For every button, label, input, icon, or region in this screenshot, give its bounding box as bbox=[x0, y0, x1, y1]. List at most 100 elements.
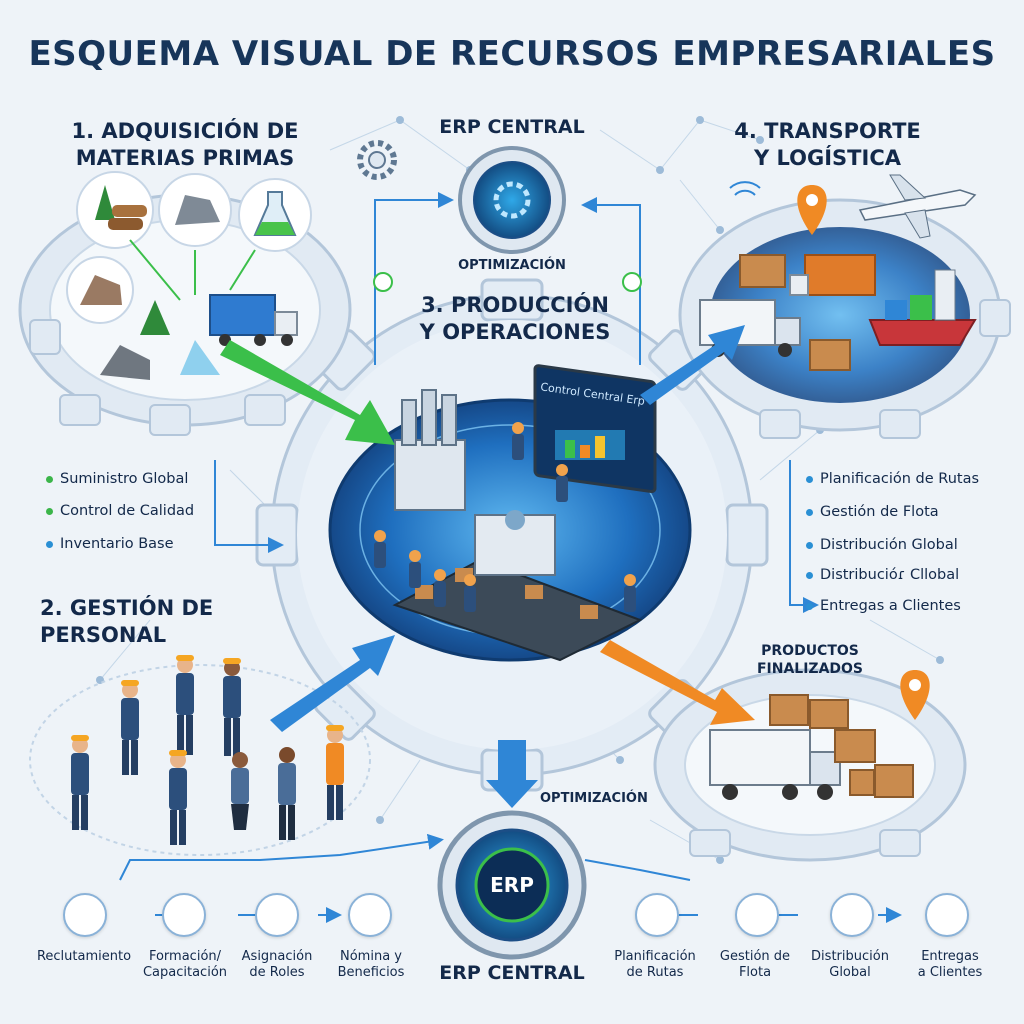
erp-central-bottom-label: ERP CENTRAL bbox=[439, 962, 585, 984]
right-list-item-1: Planificación de Rutas bbox=[806, 471, 979, 487]
transport-line2: Y LOGÍSTICA bbox=[754, 146, 901, 170]
routes-label-line2: de Rutas bbox=[626, 965, 684, 980]
routes-label-line1: Planificación bbox=[614, 949, 696, 964]
arrow-production-to-erp bbox=[486, 740, 538, 808]
payroll-label-line2: Beneficios bbox=[337, 965, 405, 980]
delivery-truck-icon bbox=[709, 729, 841, 800]
arrow-production-to-products bbox=[600, 640, 755, 725]
left-list-label: Control de Calidad bbox=[60, 503, 195, 519]
products-pin-icon bbox=[900, 670, 930, 720]
right-list-label: Distribución Global bbox=[820, 537, 958, 553]
truck-icon bbox=[209, 294, 298, 346]
factory-workers bbox=[374, 422, 636, 612]
small-gear-icon bbox=[357, 140, 397, 180]
erp-bottom-gear bbox=[437, 810, 587, 960]
personal-line2: PERSONAL bbox=[40, 623, 167, 647]
payroll-icon-circle bbox=[348, 893, 392, 937]
training-label: Formación/ Capacitación bbox=[135, 949, 235, 981]
bullet-dot bbox=[806, 508, 813, 516]
roles-label: Asignación de Roles bbox=[232, 949, 322, 981]
tree-icon bbox=[95, 185, 115, 220]
products-line1: PRODUCTOS bbox=[761, 643, 859, 659]
bullet-dot bbox=[806, 541, 813, 549]
wifi-icon bbox=[729, 181, 761, 196]
global-label: Distribución Global bbox=[800, 949, 900, 981]
routes-icon-circle bbox=[635, 893, 679, 937]
factory-icon bbox=[394, 389, 466, 511]
production-line1: 3. PRODUCCIÓN bbox=[421, 293, 609, 317]
bullet-dot bbox=[46, 540, 53, 548]
delivery-label: Entregas a Clientes bbox=[900, 949, 1000, 981]
optimization-top-label: OPTIMIZACIÓN bbox=[458, 258, 566, 273]
recruitment-icon-circle bbox=[63, 893, 107, 937]
machine-unit bbox=[474, 510, 556, 576]
fleet-label-line2: Flota bbox=[738, 965, 772, 980]
roles-label-line1: Asignación bbox=[241, 949, 313, 964]
personal-line1: 2. GESTIÓN DE bbox=[40, 596, 214, 620]
acquisition-line2: MATERIAS PRIMAS bbox=[75, 146, 295, 170]
delivery-icon-circle bbox=[925, 893, 969, 937]
location-pin-icon bbox=[797, 185, 827, 235]
acquisition-line1: 1. ADQUISICIÓN DE bbox=[71, 119, 299, 143]
production-line2: Y OPERACIONES bbox=[419, 320, 611, 344]
connector-left-to-erp bbox=[374, 192, 454, 365]
global-icon-circle bbox=[830, 893, 874, 937]
production-platform bbox=[328, 364, 692, 662]
fleet-label-line1: Gestión de bbox=[719, 949, 791, 964]
bullet-dot bbox=[806, 602, 813, 610]
left-list-item-1: Suministro Global bbox=[46, 471, 188, 487]
optimization-bottom-label: OPTIMIZACIÓN bbox=[540, 791, 648, 806]
bullet-dot bbox=[806, 475, 813, 483]
roles-icon-circle bbox=[255, 893, 299, 937]
training-label-line2: Capacitación bbox=[142, 965, 228, 980]
airplane-icon bbox=[858, 174, 977, 239]
right-list-label: Entregas a Clientes bbox=[820, 598, 961, 614]
section-products-title: PRODUCTOS FINALIZADOS bbox=[745, 642, 875, 678]
page-title: ESQUEMA VISUAL DE RECURSOS EMPRESARIALES bbox=[28, 34, 996, 74]
global-label-line2: Global bbox=[829, 965, 871, 980]
roles-label-line2: de Roles bbox=[249, 965, 305, 980]
section-production-title: 3. PRODUCCIÓN Y OPERACIONES bbox=[395, 292, 635, 346]
personal-ring bbox=[29, 664, 371, 856]
erp-top-gear bbox=[458, 146, 566, 254]
section-transport-title: 4. TRANSPORTE Y LOGÍSTICA bbox=[720, 118, 935, 172]
control-monitor-icon bbox=[533, 364, 657, 494]
delivery-label-line2: a Clientes bbox=[917, 965, 983, 980]
connector-left-list bbox=[214, 460, 284, 553]
fleet-icon-circle bbox=[735, 893, 779, 937]
training-icon-circle bbox=[162, 893, 206, 937]
erp-badge-label: ERP bbox=[490, 873, 534, 897]
rock-icon bbox=[175, 195, 220, 225]
erp-central-top-label: ERP CENTRAL bbox=[439, 116, 585, 138]
arrow-production-to-transport bbox=[640, 325, 745, 405]
training-label-line1: Formación/ bbox=[148, 949, 222, 964]
payroll-label-line1: Nómina y bbox=[340, 949, 402, 964]
cargo-ship-icon bbox=[868, 269, 977, 346]
right-list-label: Planificación de Rutas bbox=[820, 471, 980, 487]
right-list-label: Gestión de Flota bbox=[820, 504, 939, 520]
routes-label: Planificación de Rutas bbox=[605, 949, 705, 981]
recruitment-label: Reclutamiento bbox=[28, 949, 140, 965]
left-list-item-3: Inventario Base bbox=[46, 536, 174, 552]
recruitment-label-line1: Reclutamiento bbox=[36, 949, 132, 964]
personnel-group bbox=[71, 655, 344, 845]
section-personal-title: 2. GESTIÓN DE PERSONAL bbox=[40, 595, 230, 649]
section-acquisition-title: 1. ADQUISICIÓN DE MATERIAS PRIMAS bbox=[55, 118, 315, 172]
right-list-item-4: Distribucióɾ Cllobal bbox=[806, 567, 959, 583]
right-list-label: Distribucióɾ Cllobal bbox=[820, 567, 960, 583]
fleet-label: Gestión de Flota bbox=[710, 949, 800, 981]
products-line2: FINALIZADOS bbox=[756, 661, 864, 677]
left-list-label: Suministro Global bbox=[60, 471, 189, 487]
arrow-personnel-to-production bbox=[270, 635, 395, 732]
left-list-item-2: Control de Calidad bbox=[46, 503, 194, 519]
global-label-line1: Distribución bbox=[811, 949, 889, 964]
conveyor-belt bbox=[392, 558, 643, 662]
transport-line1: 4. TRANSPORTE bbox=[734, 119, 921, 143]
boxes-icon bbox=[769, 694, 914, 798]
transport-gear bbox=[678, 174, 1011, 439]
right-list-item-5: Entregas a Clientes bbox=[806, 598, 961, 614]
arrow-acquisition-to-production bbox=[220, 340, 395, 445]
bullet-dot bbox=[46, 475, 53, 483]
